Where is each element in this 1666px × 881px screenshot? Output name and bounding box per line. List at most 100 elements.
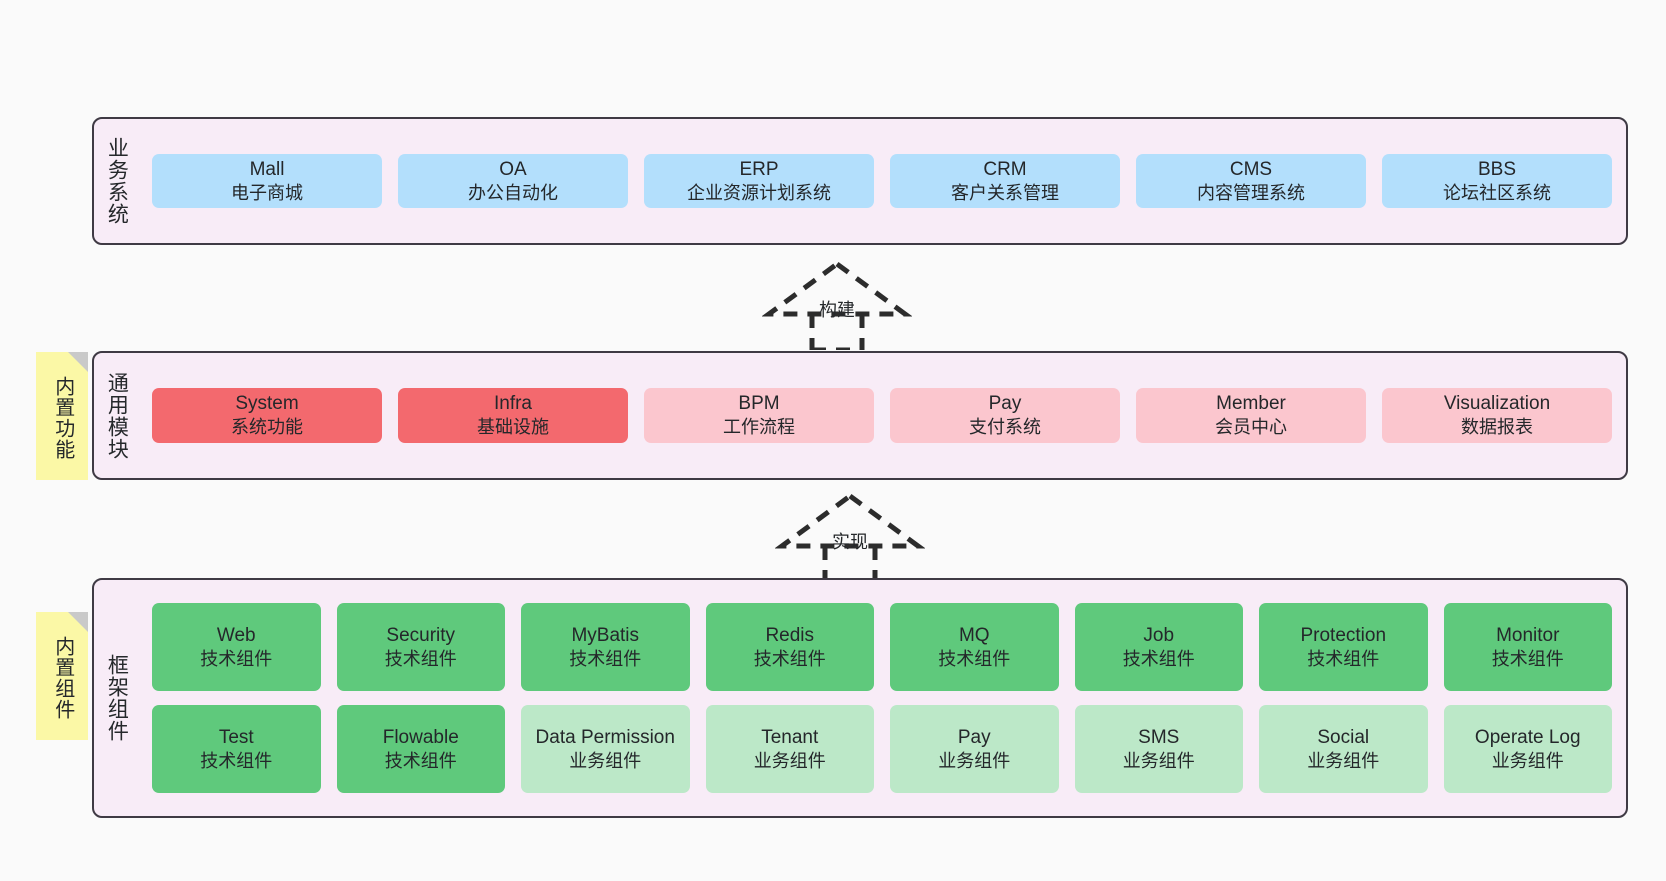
card-social[interactable]: Social 业务组件: [1259, 705, 1428, 793]
card-oa[interactable]: OA 办公自动化: [398, 153, 628, 209]
card-monitor[interactable]: Monitor 技术组件: [1443, 603, 1612, 691]
card-subtitle: 技术组件: [384, 648, 457, 669]
layer-title-business-systems: 业务系统: [105, 137, 129, 225]
card-protection[interactable]: Protection 技术组件: [1259, 603, 1428, 691]
card-operate-log[interactable]: Operate Log 业务组件: [1443, 705, 1612, 793]
sticky-note-label: 内置组件: [51, 636, 74, 720]
card-member[interactable]: Member 会员中心: [1136, 388, 1366, 443]
card-title: Job: [1143, 624, 1175, 646]
card-title: Monitor: [1496, 624, 1560, 646]
card-row: System 系统功能 Infra 基础设施 BPM 工作流程 Pay 支付系统…: [152, 388, 1612, 443]
card-flowable[interactable]: Flowable 技术组件: [336, 705, 505, 793]
card-visualization[interactable]: Visualization 数据报表: [1382, 388, 1612, 443]
card-subtitle: 业务组件: [753, 750, 826, 771]
card-pay[interactable]: Pay 支付系统: [890, 388, 1120, 443]
card-infra[interactable]: Infra 基础设施: [398, 388, 628, 443]
card-title: Web: [216, 624, 256, 646]
card-title: Infra: [493, 393, 533, 415]
card-data-permission[interactable]: Data Permission 业务组件: [521, 705, 690, 793]
card-title: CMS: [1229, 158, 1273, 180]
card-subtitle: 客户关系管理: [951, 182, 1059, 203]
card-subtitle: 电子商城: [231, 182, 303, 203]
card-subtitle: 系统功能: [231, 417, 303, 438]
connector-build: 构建: [762, 258, 912, 350]
card-subtitle: 论坛社区系统: [1443, 182, 1551, 203]
card-title: Tenant: [761, 726, 819, 748]
card-title: Security: [386, 624, 456, 646]
card-subtitle: 数据报表: [1461, 417, 1533, 438]
card-subtitle: 会员中心: [1215, 417, 1287, 438]
card-tenant[interactable]: Tenant 业务组件: [705, 705, 874, 793]
note-fold-corner-icon: [68, 612, 88, 632]
card-subtitle: 工作流程: [723, 417, 795, 438]
card-subtitle: 业务组件: [1122, 750, 1195, 771]
sticky-note-label: 内置功能: [51, 376, 74, 460]
card-system[interactable]: System 系统功能: [152, 388, 382, 443]
card-mall[interactable]: Mall 电子商城: [152, 153, 382, 209]
card-job[interactable]: Job 技术组件: [1074, 603, 1243, 691]
card-subtitle: 业务组件: [1307, 750, 1380, 771]
layer-body-common-modules: System 系统功能 Infra 基础设施 BPM 工作流程 Pay 支付系统…: [138, 353, 1626, 478]
card-title: MyBatis: [571, 624, 640, 646]
card-subtitle: 技术组件: [1307, 648, 1380, 669]
card-title: Operate Log: [1474, 726, 1581, 748]
card-subtitle: 企业资源计划系统: [687, 182, 831, 203]
card-title: System: [235, 393, 299, 415]
layer-body-business-systems: Mall 电子商城 OA 办公自动化 ERP 企业资源计划系统 CRM 客户关系…: [138, 119, 1626, 243]
card-subtitle: 技术组件: [384, 750, 457, 771]
card-pay-business[interactable]: Pay 业务组件: [890, 705, 1059, 793]
card-title: Member: [1216, 393, 1286, 415]
card-title: Pay: [957, 726, 991, 748]
card-title: Redis: [765, 624, 815, 646]
note-fold-corner-icon: [68, 352, 88, 372]
generalization-arrow-icon: [775, 492, 925, 582]
card-title: Data Permission: [535, 726, 675, 748]
card-title: Mall: [249, 158, 285, 180]
card-subtitle: 业务组件: [1491, 750, 1564, 771]
card-subtitle: 技术组件: [1122, 648, 1195, 669]
card-title: OA: [499, 158, 527, 180]
card-subtitle: 内容管理系统: [1197, 182, 1305, 203]
card-sms[interactable]: SMS 业务组件: [1074, 705, 1243, 793]
card-subtitle: 技术组件: [569, 648, 642, 669]
card-row: Test 技术组件 Flowable 技术组件 Data Permission …: [152, 705, 1612, 793]
card-subtitle: 技术组件: [200, 648, 273, 669]
layer-body-framework-components: Web 技术组件 Security 技术组件 MyBatis 技术组件 Redi…: [138, 580, 1626, 816]
card-crm[interactable]: CRM 客户关系管理: [890, 153, 1120, 209]
card-bpm[interactable]: BPM 工作流程: [644, 388, 874, 443]
card-web[interactable]: Web 技术组件: [152, 603, 321, 691]
card-mq[interactable]: MQ 技术组件: [890, 603, 1059, 691]
card-subtitle: 技术组件: [938, 648, 1011, 669]
card-title: BBS: [1477, 158, 1517, 180]
card-security[interactable]: Security 技术组件: [336, 603, 505, 691]
card-erp[interactable]: ERP 企业资源计划系统: [644, 153, 874, 209]
card-subtitle: 技术组件: [753, 648, 826, 669]
layer-title-common-modules: 通用模块: [105, 371, 129, 460]
generalization-arrow-icon: [762, 260, 912, 350]
card-cms[interactable]: CMS 内容管理系统: [1136, 153, 1366, 209]
connector-implement: 实现: [775, 490, 925, 582]
card-title: Social: [1317, 726, 1370, 748]
layer-title-framework-components: 框架组件: [105, 654, 129, 742]
card-title: CRM: [983, 158, 1027, 180]
sticky-note-builtin-components: 内置组件: [36, 612, 88, 740]
card-title: Visualization: [1443, 393, 1551, 415]
card-subtitle: 业务组件: [938, 750, 1011, 771]
card-title: SMS: [1138, 726, 1180, 748]
card-title: ERP: [739, 158, 779, 180]
card-subtitle: 业务组件: [569, 750, 642, 771]
layer-business-systems: 业务系统 Mall 电子商城 OA 办公自动化 ERP 企业资源计划系统 CRM…: [92, 117, 1628, 245]
card-redis[interactable]: Redis 技术组件: [705, 603, 874, 691]
card-subtitle: 办公自动化: [468, 182, 558, 203]
card-title: Test: [218, 726, 254, 748]
card-mybatis[interactable]: MyBatis 技术组件: [521, 603, 690, 691]
card-title: BPM: [738, 393, 780, 415]
card-subtitle: 基础设施: [477, 417, 549, 438]
card-test[interactable]: Test 技术组件: [152, 705, 321, 793]
card-title: MQ: [958, 624, 990, 646]
layer-framework-components: 框架组件 Web 技术组件 Security 技术组件 MyBatis 技术组件…: [92, 578, 1628, 818]
card-title: Protection: [1300, 624, 1387, 646]
layer-common-modules: 通用模块 System 系统功能 Infra 基础设施 BPM 工作流程 Pay…: [92, 351, 1628, 480]
card-bbs[interactable]: BBS 论坛社区系统: [1382, 153, 1612, 209]
